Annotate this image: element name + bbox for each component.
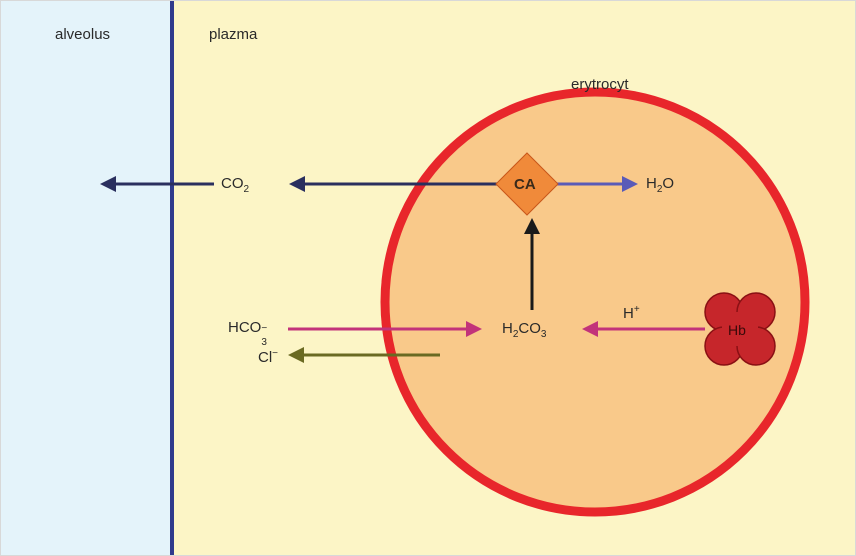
hco3-label: HCO−3 (228, 319, 268, 348)
ca-enzyme-label: CA (514, 176, 536, 193)
ca-enzyme-diamond (495, 152, 559, 216)
arrowhead-co2-to-alveolus (100, 176, 116, 192)
hemoglobin-label: Hb (728, 322, 746, 338)
erythrocyte-label: erytrocyt (571, 76, 629, 93)
h2o-label: H2O (646, 175, 675, 195)
co2-label: CO2 (221, 175, 250, 195)
hemoglobin-cluster (704, 292, 776, 366)
arrowhead-h2co3-to-ca (524, 218, 540, 234)
h2co3-label: H2CO3 (502, 320, 547, 340)
erythrocyte-cell (380, 87, 810, 517)
arrowhead-hb-to-h2co3 (582, 321, 598, 337)
cl-label: Cl− (258, 348, 279, 366)
arrowhead-ca-to-h2o (622, 176, 638, 192)
alveolus-region (0, 0, 172, 556)
plasma-label: plazma (209, 26, 258, 43)
arrowhead-cl-to-plasma (288, 347, 304, 363)
arrowhead-hco3-to-h2co3 (466, 321, 482, 337)
arrowhead-ca-to-co2 (289, 176, 305, 192)
alveolus-label: alveolus (55, 26, 111, 43)
h-plus-label: H+ (623, 304, 640, 322)
